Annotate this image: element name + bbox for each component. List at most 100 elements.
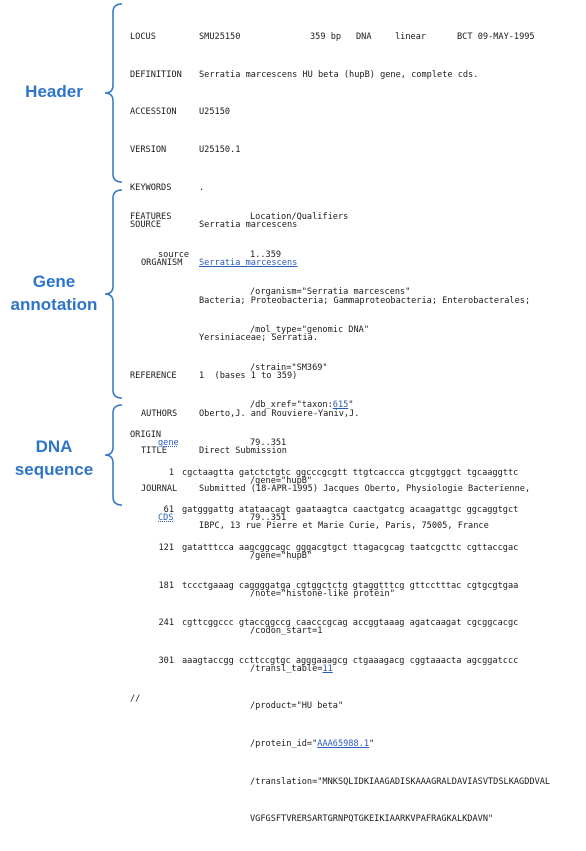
journal-key: JOURNAL [141,483,178,494]
sequence-position: 121 [158,543,174,554]
sequence-position: 1 [168,467,174,478]
sequence-position: 181 [158,580,174,591]
source-dbxref-qualifier: /db_xref="taxon:615" [250,399,354,412]
source-moltype-qualifier: /mol_type="genomic DNA" [250,325,369,336]
features-header: Location/Qualifiers [250,212,349,223]
source-value: Serratia marcescens [199,220,298,231]
locus-row: LOCUS SMU25150 359 bp DNA linear BCT 09-… [130,31,586,44]
definition-value: Serratia marcescens HU beta (hupB) gene,… [199,69,479,80]
journal-line-1: Submitted (18-APR-1995) Jacques Oberto, … [199,483,531,494]
protein-id-suffix: " [369,739,375,750]
cds-protein-id-qualifier: /protein_id="AAA65988.1" [250,738,374,751]
lineage-row-1: Bacteria; Proteobacteria; Gammaproteobac… [130,295,586,308]
dbxref-suffix: " [348,400,354,411]
features-header-row: FEATURES Location/Qualifiers [130,211,586,224]
section-label-gene-annotation-line1: Gene [32,272,76,291]
version-value: U25150.1 [199,145,241,156]
sequence-row: 181 tccctgaaag caggggatga cgtggctctg gta… [130,580,586,593]
source-row: SOURCE Serratia marcescens [130,219,586,232]
sequence-position: 301 [158,655,174,666]
features-key: FEATURES [130,212,172,223]
brace-dna-sequence [104,404,123,506]
lineage-line-2: Yersiniaceae; Serratia. [199,333,318,344]
authors-value: Oberto,J. and Rouviere-Yaniv,J. [199,408,360,419]
reference-value: 1 (bases 1 to 359) [199,370,298,381]
gene-feature-link[interactable]: gene [158,437,179,448]
section-label-header: Header [0,80,108,103]
locus-length: 359 bp [310,32,342,43]
protein-id-link[interactable]: AAA65988.1 [317,739,370,750]
organism-key: ORGANISM [141,257,183,268]
genbank-origin: ORIGIN 1 cgctaagtta gatctctgtc ggcccgcgt… [130,404,586,718]
reference-key: REFERENCE [130,370,177,381]
sequence-bases: cgttcggccc gtaccggccg caacccgcag accggta… [182,618,519,629]
sequence-row: 241 cgttcggccc gtaccggccg caacccgcag acc… [130,617,586,630]
sequence-position: 61 [163,505,174,516]
cds-translation-line-1: /translation="MNKSQLIDKIAAGADISKAAAGRALD… [250,776,551,787]
section-label-dna-sequence: DNA sequence [0,435,108,481]
section-label-dna-sequence-line1: DNA [35,437,73,456]
definition-key: DEFINITION [130,69,182,80]
title-value: Direct Submission [199,446,287,457]
sequence-row: 301 aaagtaccgg ccttccgtgc agggaaagcg ctg… [130,655,586,668]
authors-row: AUTHORS Oberto,J. and Rouviere-Yaniv,J. [130,408,586,421]
sequence-row: 121 gatatttcca aagcggcagc gggacgtgct tta… [130,542,586,555]
protein-id-prefix: /protein_id=" [250,739,318,750]
record-terminator-row: // [130,693,586,706]
source-location: 1..359 [250,249,282,260]
sequence-bases: cgctaagtta gatctctgtc ggcccgcgtt ttgtcac… [182,467,519,478]
gene-name-qualifier: /gene="hupB" [250,475,313,486]
section-label-header-text: Header [25,82,83,101]
sequence-bases: gatatttcca aagcggcagc gggacgtgct ttagacg… [182,543,519,554]
sequence-bases: tccctgaaag caggggatga cgtggctctg gtaggtt… [182,580,519,591]
version-row: VERSION U25150.1 [130,144,586,157]
journal-row-1: JOURNAL Submitted (18-APR-1995) Jacques … [130,483,586,496]
keywords-value: . [199,182,205,193]
title-row: TITLE Direct Submission [130,445,586,458]
brace-gene-annotation [104,189,123,399]
organism-link[interactable]: Serratia marcescens [199,257,298,268]
source-feature-key: source [158,249,190,260]
locus-topology: linear [395,32,427,43]
section-label-dna-sequence-line2: sequence [14,460,94,479]
keywords-row: KEYWORDS . [130,182,586,195]
cds-translation-row-2: VGFGSFTVRERSARTGRNPQTGKEIKIAARKVPAFRAGKA… [130,813,586,826]
sequence-row: 61 gatgggattg atataacagt gaataagtca caac… [130,504,586,517]
origin-header-row: ORIGIN [130,429,586,442]
origin-key: ORIGIN [130,430,162,441]
section-label-gene-annotation: Gene annotation [0,270,108,316]
accession-key: ACCESSION [130,107,177,118]
genbank-header: LOCUS SMU25150 359 bp DNA linear BCT 09-… [130,6,586,546]
version-key: VERSION [130,145,167,156]
accession-row: ACCESSION U25150 [130,106,586,119]
dbxref-prefix: /db_xref="taxon: [250,400,333,411]
source-moltype-row: /mol_type="genomic DNA" [130,324,586,337]
source-strain-row: /strain="SM369" [130,362,586,375]
lineage-line-1: Bacteria; Proteobacteria; Gammaproteobac… [199,295,531,306]
sequence-row: 1 cgctaagtta gatctctgtc ggcccgcgtt ttgtc… [130,467,586,480]
source-dbxref-row: /db_xref="taxon:615" [130,399,586,412]
taxon-link[interactable]: 615 [332,400,349,411]
sequence-position: 241 [158,618,174,629]
locus-name: SMU25150 [199,32,241,43]
gene-name-row: /gene="hupB" [130,475,586,488]
source-organism-qualifier: /organism="Serratia marcescens" [250,287,411,298]
cds-translation-row-1: /translation="MNKSQLIDKIAAGADISKAAAGRALD… [130,776,586,789]
authors-key: AUTHORS [141,408,178,419]
source-key: SOURCE [130,220,162,231]
gene-location: 79..351 [250,437,287,448]
cds-translation-line-2: VGFGSFTVRERSARTGRNPQTGKEIKIAARKVPAFRAGKA… [250,814,494,825]
organism-row: ORGANISM Serratia marcescens [130,257,586,270]
locus-division-date: BCT 09-MAY-1995 [457,32,535,43]
accession-value: U25150 [199,107,231,118]
definition-row: DEFINITION Serratia marcescens HU beta (… [130,69,586,82]
lineage-row-2: Yersiniaceae; Serratia. [130,332,586,345]
brace-header [104,3,123,183]
gene-feature-row: gene 79..351 [130,437,586,450]
sequence-bases: gatgggattg atataacagt gaataagtca caactga… [182,505,519,516]
record-terminator: // [130,693,141,704]
keywords-key: KEYWORDS [130,182,172,193]
locus-key: LOCUS [130,32,156,43]
reference-row: REFERENCE 1 (bases 1 to 359) [130,370,586,383]
source-feature-row: source 1..359 [130,249,586,262]
